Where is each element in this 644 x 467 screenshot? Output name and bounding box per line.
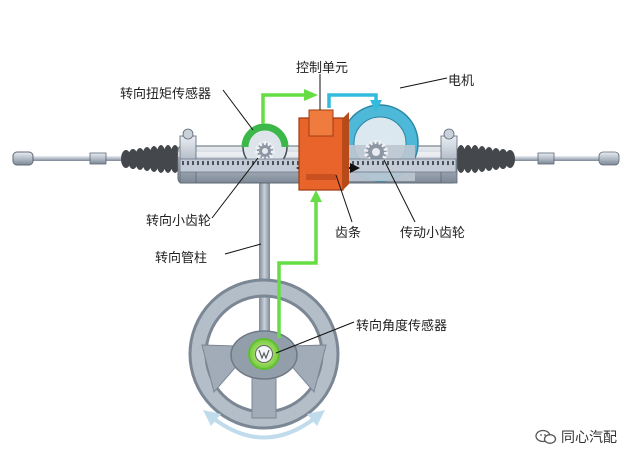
control-unit (298, 109, 349, 191)
leader-steering-pinion (211, 157, 259, 219)
leader-drive-pinion (383, 159, 416, 223)
steering-column (259, 170, 270, 345)
rack-motion-arrowhead-right (350, 163, 360, 173)
leader-torque-sensor (222, 89, 254, 131)
torque-signal-arrowhead (304, 89, 318, 101)
rack-label: 齿条 (335, 226, 362, 241)
left-bellows (121, 145, 180, 173)
steering-pinion-label: 转向小齿轮 (146, 214, 212, 229)
angle-sensor (248, 338, 280, 370)
left-mount (179, 128, 197, 184)
steering-wheel (188, 278, 340, 430)
watermark-text: 同心汽配 (561, 430, 617, 446)
control-unit-label: 控制单元 (296, 61, 349, 76)
right-tie-rod (510, 151, 620, 166)
motor-control-line (327, 93, 378, 108)
drive-pinion-label: 传动小齿轮 (400, 226, 466, 241)
angle-sensor-label: 转向角度传感器 (356, 319, 448, 334)
steering-pinion (255, 141, 275, 161)
right-mount (440, 128, 458, 184)
rotation-arrow-head-right (307, 410, 325, 426)
steering-column-label: 转向管柱 (155, 251, 208, 266)
torque-sensor-label: 转向扭矩传感器 (120, 87, 212, 102)
rotation-arrow-head-left (203, 410, 221, 426)
leader-angle-sensor (275, 321, 355, 354)
motor-label: 电机 (448, 74, 475, 89)
angle-signal-line (277, 197, 318, 338)
leader-lines (211, 74, 448, 354)
leader-motor (399, 77, 448, 89)
leader-steering-column (224, 243, 262, 255)
torque-signal-line (261, 93, 312, 124)
watermark: 同心汽配 (535, 427, 617, 447)
right-bellows (456, 145, 515, 173)
left-tie-rod (12, 151, 125, 166)
rotation-arrow (211, 416, 317, 440)
motor-control-arrowhead (370, 100, 382, 112)
angle-signal-arrowhead (310, 190, 322, 202)
wechat-icon (535, 429, 557, 444)
leader-rack (335, 174, 353, 223)
